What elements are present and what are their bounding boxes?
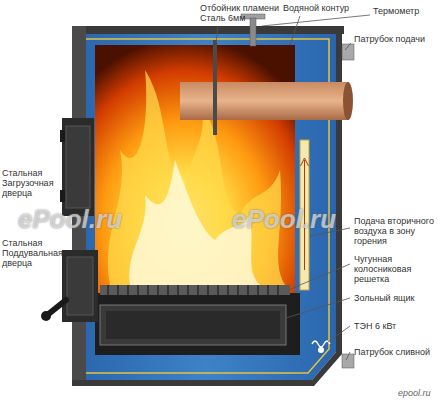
callout-label: Водяной контур — [283, 3, 353, 13]
callout-label: Стальная Поддувальная дверца — [2, 238, 59, 268]
callout-label: Подача вторичного воздуха в зону горения — [354, 216, 440, 246]
callout-label: Стальная Загрузочная дверца — [2, 168, 59, 198]
callout-label: Отбойник пламени Сталь 6мм — [200, 3, 280, 23]
callout-label: Зольный ящик — [354, 293, 440, 303]
watermark: ePool.ru — [18, 204, 122, 235]
callout-label: Патрубок сливной — [354, 347, 440, 357]
callout-label: Чугунная колосниковая решетка — [354, 254, 440, 284]
watermark: epool.ru — [398, 388, 431, 398]
callout-label: ТЭН 6 кВт — [354, 321, 440, 331]
watermark: ePool.ru — [232, 204, 336, 235]
callout-label: Патрубок подачи — [354, 34, 440, 44]
callout-label: Термометр — [373, 6, 439, 16]
